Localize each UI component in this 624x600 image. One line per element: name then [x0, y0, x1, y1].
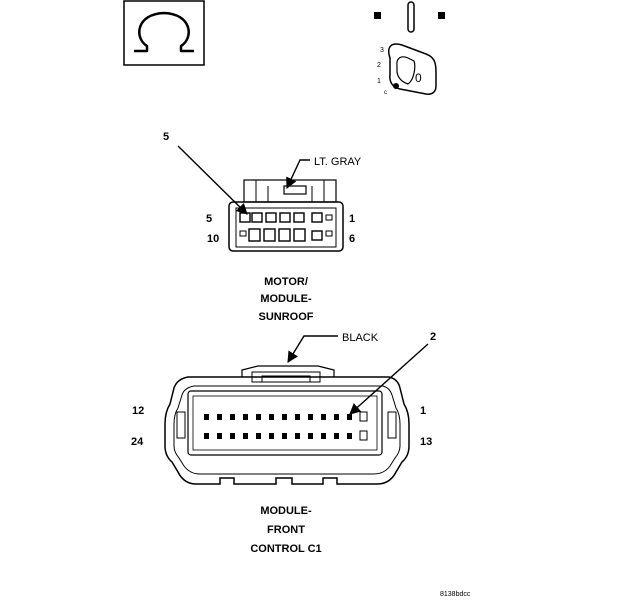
- connector-caption: MOTOR/: [264, 276, 308, 288]
- key-position-label: 3: [380, 47, 384, 54]
- cavity-row-top: [239, 212, 333, 223]
- wire-color-label: BLACK: [342, 332, 379, 344]
- connector-caption: SUNROOF: [259, 311, 314, 323]
- pin-row-top: [204, 411, 368, 422]
- pin-row-bottom: [204, 430, 368, 441]
- pin-label: 1: [420, 405, 426, 417]
- key-position-label: 1: [377, 78, 381, 85]
- sunroof-connector: 5 1 10 6 5 LT. GRAY MOTOR/ MODULE- SUNRO…: [163, 131, 362, 323]
- pin-label: 12: [132, 405, 144, 417]
- key-position-label: 2: [377, 62, 381, 69]
- connector-caption: MODULE-: [260, 505, 312, 517]
- connector-caption: MODULE-: [260, 293, 312, 305]
- pin-label: 13: [420, 436, 432, 448]
- wire-color-label: LT. GRAY: [314, 156, 362, 168]
- figure-id: 8138bdcc: [440, 591, 471, 598]
- key-terminal-icon: 3 2 1 c 0: [374, 1, 445, 96]
- pin-label: 1: [349, 213, 355, 225]
- callout-number: 2: [430, 331, 436, 343]
- connector-caption: CONTROL C1: [250, 543, 321, 555]
- pin-label: 5: [206, 213, 212, 225]
- key-tab-letter: 0: [415, 71, 422, 85]
- callout-number: 5: [163, 131, 169, 143]
- key-position-label: c: [384, 90, 387, 96]
- pin-label: 24: [131, 436, 144, 448]
- omega-symbol-icon: [123, 0, 205, 66]
- pin-label: 10: [207, 233, 219, 245]
- pin-label: 6: [349, 233, 355, 245]
- connector-caption: FRONT: [267, 524, 305, 536]
- cavity-row-bottom: [239, 228, 333, 242]
- front-control-connector: 12 1 24 13 2 BLACK MODULE- FRONT CONTROL…: [131, 331, 436, 555]
